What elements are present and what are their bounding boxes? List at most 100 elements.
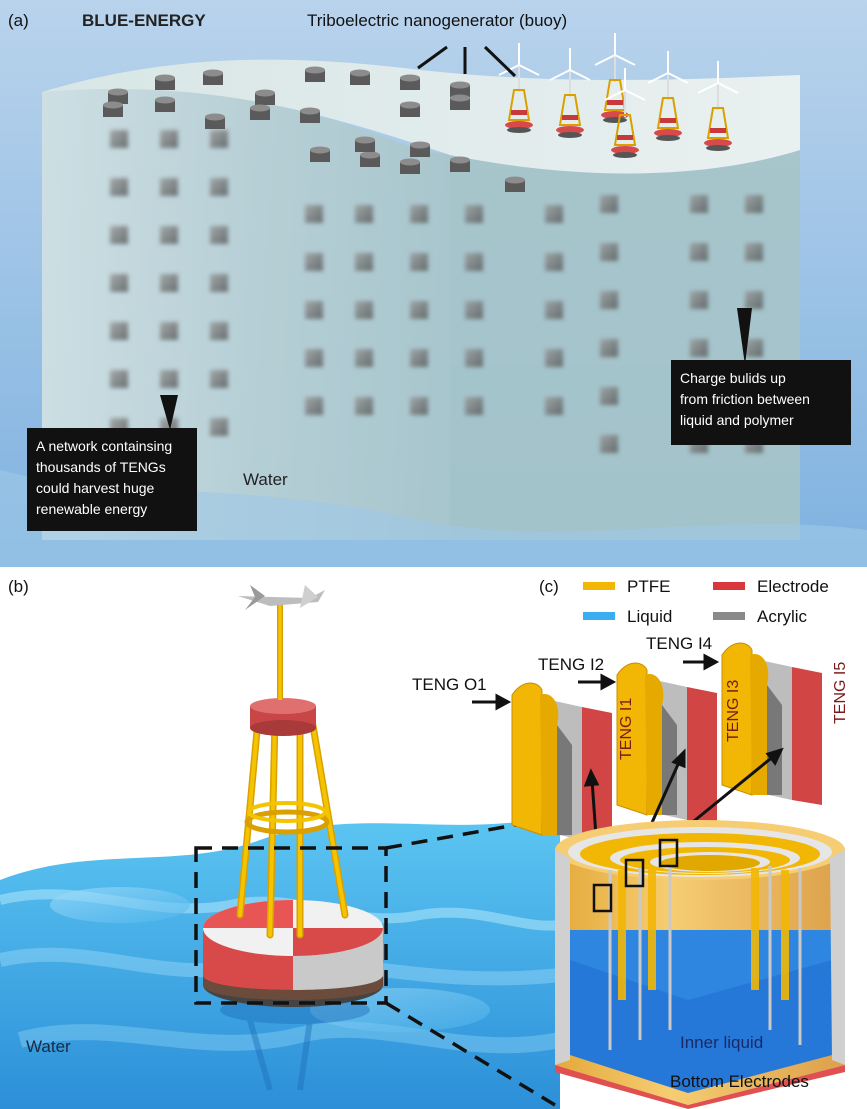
label-teng-i5: TENG I5 bbox=[832, 662, 849, 724]
embedded-teng-cube bbox=[110, 226, 128, 244]
surface-teng-units bbox=[103, 66, 525, 192]
embedded-teng-cube bbox=[690, 291, 708, 309]
callout-network-text: A network containsing thousands of TENGs… bbox=[36, 438, 176, 517]
embedded-teng-cube bbox=[210, 130, 228, 148]
surface-teng-cylinder bbox=[155, 96, 175, 112]
embedded-teng-cube bbox=[305, 349, 323, 367]
surface-teng-cylinder bbox=[400, 74, 420, 90]
surface-teng-cylinder bbox=[103, 101, 123, 117]
detail-box-2 bbox=[624, 858, 645, 888]
panel-c: (c) PTFE Electrode Liquid Acrylic TENG O… bbox=[412, 577, 849, 1109]
label-teng-i3: TENG I3 bbox=[725, 680, 742, 742]
embedded-teng-cube bbox=[410, 205, 428, 223]
embedded-teng-cube bbox=[210, 274, 228, 292]
surface-teng-cylinder bbox=[505, 176, 525, 192]
turbine-buoy bbox=[549, 48, 591, 138]
surface-teng-cylinder bbox=[310, 146, 330, 162]
surface-teng-cylinder bbox=[300, 107, 320, 123]
legend-label-acrylic: Acrylic bbox=[757, 607, 808, 626]
label-teng-i2: TENG I2 bbox=[538, 655, 604, 674]
embedded-teng-cube bbox=[465, 253, 483, 271]
embedded-teng-cube bbox=[600, 195, 618, 213]
turbine-buoys bbox=[498, 33, 739, 158]
surface-teng-cylinder bbox=[410, 141, 430, 157]
label-teng-i1: TENG I1 bbox=[618, 698, 635, 760]
blue-energy-title: BLUE-ENERGY bbox=[82, 11, 206, 30]
surface-teng-cylinder bbox=[155, 74, 175, 90]
embedded-teng-cube bbox=[305, 253, 323, 271]
embedded-teng-cube bbox=[410, 301, 428, 319]
surface-teng-cylinder bbox=[350, 69, 370, 85]
embedded-teng-cube bbox=[690, 339, 708, 357]
embedded-teng-cube bbox=[160, 370, 178, 388]
embedded-teng-cube bbox=[305, 205, 323, 223]
embedded-teng-cube bbox=[355, 397, 373, 415]
embedded-teng-cube bbox=[600, 291, 618, 309]
embedded-teng-cube bbox=[600, 339, 618, 357]
zoom-line-bottom bbox=[385, 1001, 556, 1107]
teng-layers bbox=[511, 642, 822, 845]
embedded-teng-cube bbox=[600, 387, 618, 405]
surface-teng-cylinder bbox=[400, 158, 420, 174]
embedded-teng-cube bbox=[160, 226, 178, 244]
turbine-buoy bbox=[594, 33, 636, 123]
buoy-model bbox=[203, 585, 383, 1007]
embedded-teng-cube bbox=[410, 397, 428, 415]
embedded-teng-cube bbox=[465, 301, 483, 319]
embedded-teng-cube bbox=[745, 195, 763, 213]
surface-teng-cylinder bbox=[108, 88, 128, 104]
embedded-teng-cube bbox=[410, 349, 428, 367]
teng-buoy-label: Triboelectric nanogenerator (buoy) bbox=[307, 11, 567, 30]
embedded-teng-cube bbox=[545, 253, 563, 271]
embedded-teng-cube bbox=[355, 349, 373, 367]
embedded-teng-cube bbox=[355, 205, 373, 223]
surface-teng-cylinder bbox=[205, 113, 225, 129]
panel-a-water-label: Water bbox=[243, 470, 288, 489]
embedded-teng-cube bbox=[110, 178, 128, 196]
embedded-teng-cube bbox=[305, 301, 323, 319]
embedded-teng-cube bbox=[160, 178, 178, 196]
legend-swatch-acrylic bbox=[713, 612, 745, 620]
embedded-teng-cube bbox=[210, 370, 228, 388]
embedded-teng-cube bbox=[160, 130, 178, 148]
turbine-buoy bbox=[604, 68, 646, 158]
callout-network: A network containsing thousands of TENGs… bbox=[27, 395, 197, 531]
bottom-electrodes-label: Bottom Electrodes bbox=[670, 1072, 809, 1091]
embedded-teng-cube bbox=[745, 291, 763, 309]
embedded-teng-cube bbox=[110, 274, 128, 292]
embedded-teng-cube bbox=[545, 397, 563, 415]
legend-swatch-electrode bbox=[713, 582, 745, 590]
panel-a: (a) BLUE-ENERGY Triboelectric nanogenera… bbox=[0, 0, 867, 567]
embedded-teng-cube bbox=[600, 435, 618, 453]
teng-layer-group bbox=[511, 682, 612, 845]
water-block-left bbox=[42, 89, 450, 540]
embedded-teng-cube bbox=[745, 243, 763, 261]
legend-swatch-ptfe bbox=[583, 582, 615, 590]
surface-teng-cylinder bbox=[360, 151, 380, 167]
panel-b-water-label: Water bbox=[26, 1037, 71, 1056]
panel-b-label: (b) bbox=[8, 577, 29, 596]
inner-liquid-label: Inner liquid bbox=[680, 1033, 763, 1052]
embedded-teng-cube bbox=[355, 301, 373, 319]
surface-teng-cylinder bbox=[450, 81, 470, 97]
embedded-teng-cube bbox=[690, 195, 708, 213]
surface-teng-cylinder bbox=[450, 94, 470, 110]
panel-a-label: (a) bbox=[8, 11, 29, 30]
detail-box-1 bbox=[592, 883, 613, 913]
turbine-buoy bbox=[498, 43, 540, 133]
embedded-teng-cube bbox=[745, 339, 763, 357]
embedded-teng-cube bbox=[690, 243, 708, 261]
embedded-teng-cube bbox=[465, 205, 483, 223]
embedded-teng-cube bbox=[410, 253, 428, 271]
embedded-teng-cube bbox=[465, 397, 483, 415]
detail-box-3 bbox=[658, 838, 679, 868]
surface-teng-cylinder bbox=[450, 156, 470, 172]
callout-charge: Charge bulids up from friction between l… bbox=[671, 308, 851, 445]
embedded-teng-cube bbox=[110, 370, 128, 388]
embedded-teng-cube bbox=[545, 205, 563, 223]
surface-teng-cylinder bbox=[305, 66, 325, 82]
teng-layer-group bbox=[721, 642, 822, 805]
water-block-top bbox=[42, 59, 800, 174]
zoom-box bbox=[194, 846, 388, 1005]
cylinder-cutaway bbox=[555, 820, 845, 1109]
